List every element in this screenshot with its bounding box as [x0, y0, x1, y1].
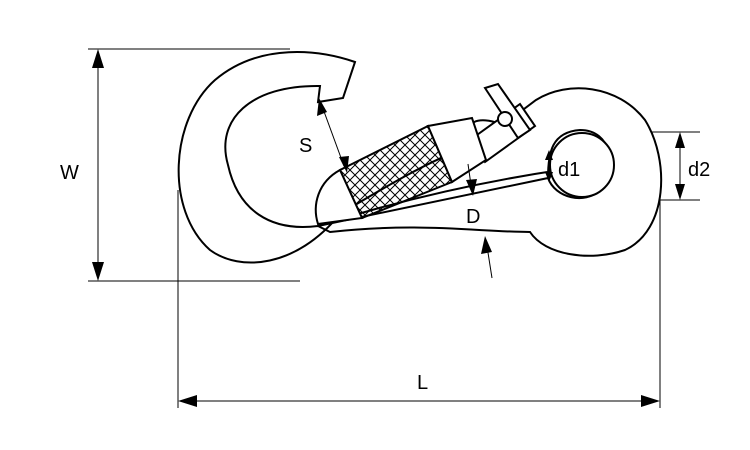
label-d2: d2 — [688, 159, 710, 181]
label-d1: d1 — [558, 159, 580, 181]
screw-gate — [314, 82, 537, 226]
dimension-d1: d1 — [545, 150, 580, 182]
gate-pin-hole — [497, 111, 513, 127]
dimension-l: L — [178, 372, 660, 407]
dimension-d2: d2 — [675, 132, 710, 200]
label-l: L — [417, 372, 428, 394]
dimension-s: S — [299, 98, 349, 173]
label-s: S — [299, 135, 312, 157]
dimension-d: D — [466, 163, 493, 279]
label-w: W — [60, 162, 79, 184]
snap-hook-body — [177, 51, 663, 264]
dimension-w: W — [60, 49, 104, 281]
label-d: D — [466, 206, 480, 228]
